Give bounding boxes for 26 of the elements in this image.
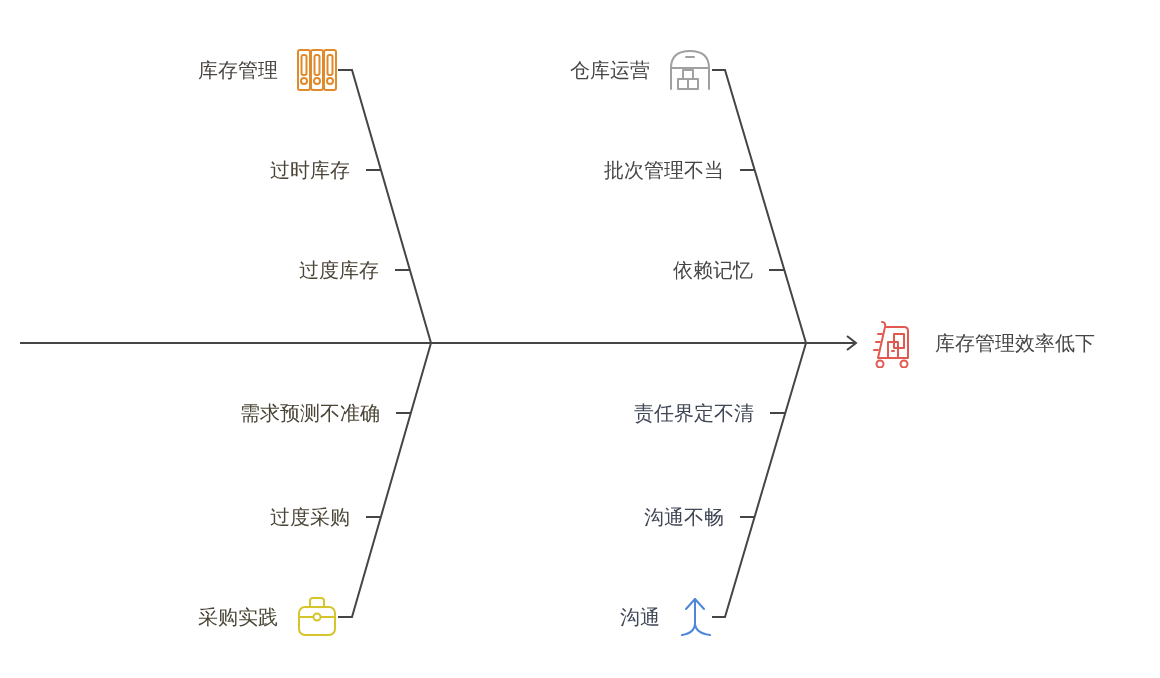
cause-label: 过度库存 <box>299 257 379 283</box>
bone-line <box>711 69 807 344</box>
category-label: 沟通 <box>620 604 660 630</box>
cause-line <box>365 516 382 518</box>
cause-line <box>394 269 411 271</box>
cause-line <box>768 269 786 271</box>
cause-label: 过度采购 <box>270 504 350 530</box>
spine-arrow <box>19 335 857 351</box>
cause-label: 批次管理不当 <box>604 157 724 183</box>
cause-line <box>395 412 412 414</box>
cause-line <box>739 516 756 518</box>
cause-label: 过时库存 <box>270 157 350 183</box>
cause-line <box>365 169 382 171</box>
cause-label: 依赖记忆 <box>673 257 753 283</box>
bone-line <box>711 342 807 618</box>
bone-line <box>337 342 432 618</box>
cause-line <box>769 412 787 414</box>
category-label: 仓库运营 <box>570 57 650 83</box>
cause-line <box>739 169 756 171</box>
cause-label: 责任界定不清 <box>634 400 754 426</box>
category-label: 采购实践 <box>198 604 278 630</box>
category-label: 库存管理 <box>198 57 278 83</box>
cause-label: 沟通不畅 <box>644 504 724 530</box>
bone-line <box>337 69 432 344</box>
cause-label: 需求预测不准确 <box>240 400 380 426</box>
effect-label: 库存管理效率低下 <box>935 330 1095 356</box>
